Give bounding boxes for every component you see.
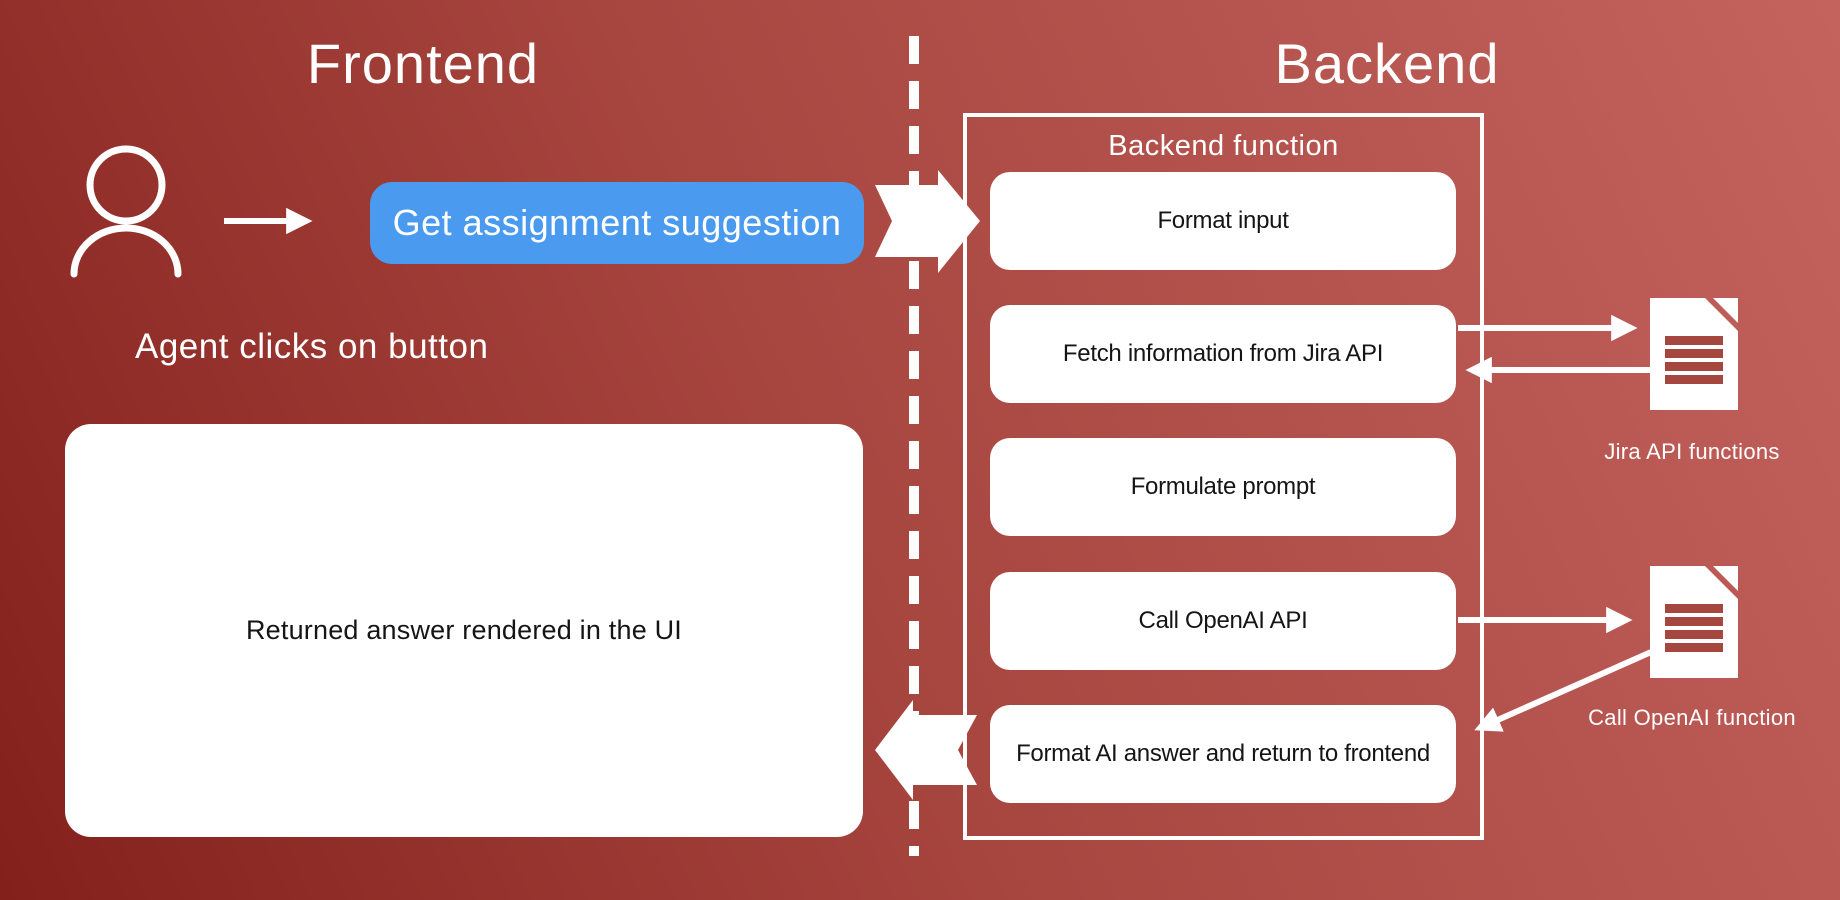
person-icon bbox=[70, 145, 182, 278]
document-icon bbox=[1650, 298, 1738, 410]
agent-caption: Agent clicks on button bbox=[135, 327, 489, 366]
backend-step: Format input bbox=[990, 172, 1456, 270]
backend-step: Format AI answer and return to frontend bbox=[990, 705, 1456, 803]
document-icon bbox=[1650, 566, 1738, 678]
backend-step: Formulate prompt bbox=[990, 438, 1456, 536]
get-assignment-suggestion-button[interactable]: Get assignment suggestion bbox=[370, 182, 864, 264]
frontend-title: Frontend bbox=[306, 32, 540, 95]
result-panel-label: Returned answer rendered in the UI bbox=[245, 615, 683, 645]
jira-functions-label: Jira API functions bbox=[1604, 439, 1780, 464]
result-panel: Returned answer rendered in the UI bbox=[65, 424, 863, 837]
backend-title: Backend bbox=[1274, 32, 1500, 95]
backend-step: Fetch information from Jira API bbox=[990, 305, 1456, 403]
frontend-backend-divider bbox=[909, 36, 919, 856]
openai-function-label: Call OpenAI function bbox=[1588, 705, 1796, 730]
backend-function-label: Backend function bbox=[1108, 130, 1339, 162]
backend-step: Call OpenAI API bbox=[990, 572, 1456, 670]
thick-arrow-left-icon bbox=[875, 700, 977, 800]
backend-function-container: Backend function bbox=[963, 113, 1484, 840]
